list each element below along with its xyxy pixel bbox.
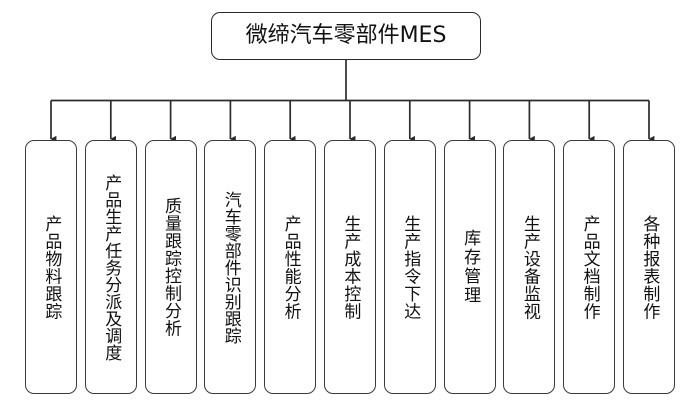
leaf-node-label: 生产设备监视: [519, 214, 540, 320]
leaf-node-label: 生产成本控制: [340, 214, 361, 320]
leaf-node-row: 产品物料跟踪 产品生产任务分派及调度 质量跟踪控制分析 汽车零部件识别跟踪 产品性能分析…: [0, 140, 700, 394]
leaf-node-label: 产品文档制作: [579, 214, 600, 320]
leaf-node[interactable]: 汽车零部件识别跟踪: [204, 140, 257, 394]
leaf-node[interactable]: 生产指令下达: [383, 140, 436, 394]
leaf-node[interactable]: 产品物料跟踪: [25, 140, 77, 394]
root-node[interactable]: 微缔汽车零部件MES: [211, 12, 481, 60]
leaf-node[interactable]: 库存管理: [443, 140, 496, 394]
leaf-node[interactable]: 产品性能分析: [264, 140, 317, 394]
leaf-node-label: 产品生产任务分派及调度: [101, 173, 122, 361]
leaf-node-label: 汽车零部件识别跟踪: [220, 190, 241, 344]
leaf-node[interactable]: 生产设备监视: [503, 140, 556, 394]
leaf-node[interactable]: 产品文档制作: [563, 140, 616, 394]
leaf-node[interactable]: 各种报表制作: [623, 140, 675, 394]
root-node-label: 微缔汽车零部件MES: [245, 23, 447, 48]
leaf-node[interactable]: 生产成本控制: [324, 140, 376, 394]
leaf-node-label: 生产指令下达: [400, 214, 421, 320]
leaf-node[interactable]: 质量跟踪控制分析: [144, 140, 197, 394]
leaf-node[interactable]: 产品生产任务分派及调度: [84, 140, 137, 394]
leaf-node-label: 库存管理: [460, 229, 481, 305]
leaf-node-label: 各种报表制作: [639, 214, 660, 320]
leaf-node-label: 产品性能分析: [280, 214, 301, 320]
leaf-node-label: 产品物料跟踪: [41, 214, 62, 320]
leaf-node-label: 质量跟踪控制分析: [161, 197, 182, 337]
